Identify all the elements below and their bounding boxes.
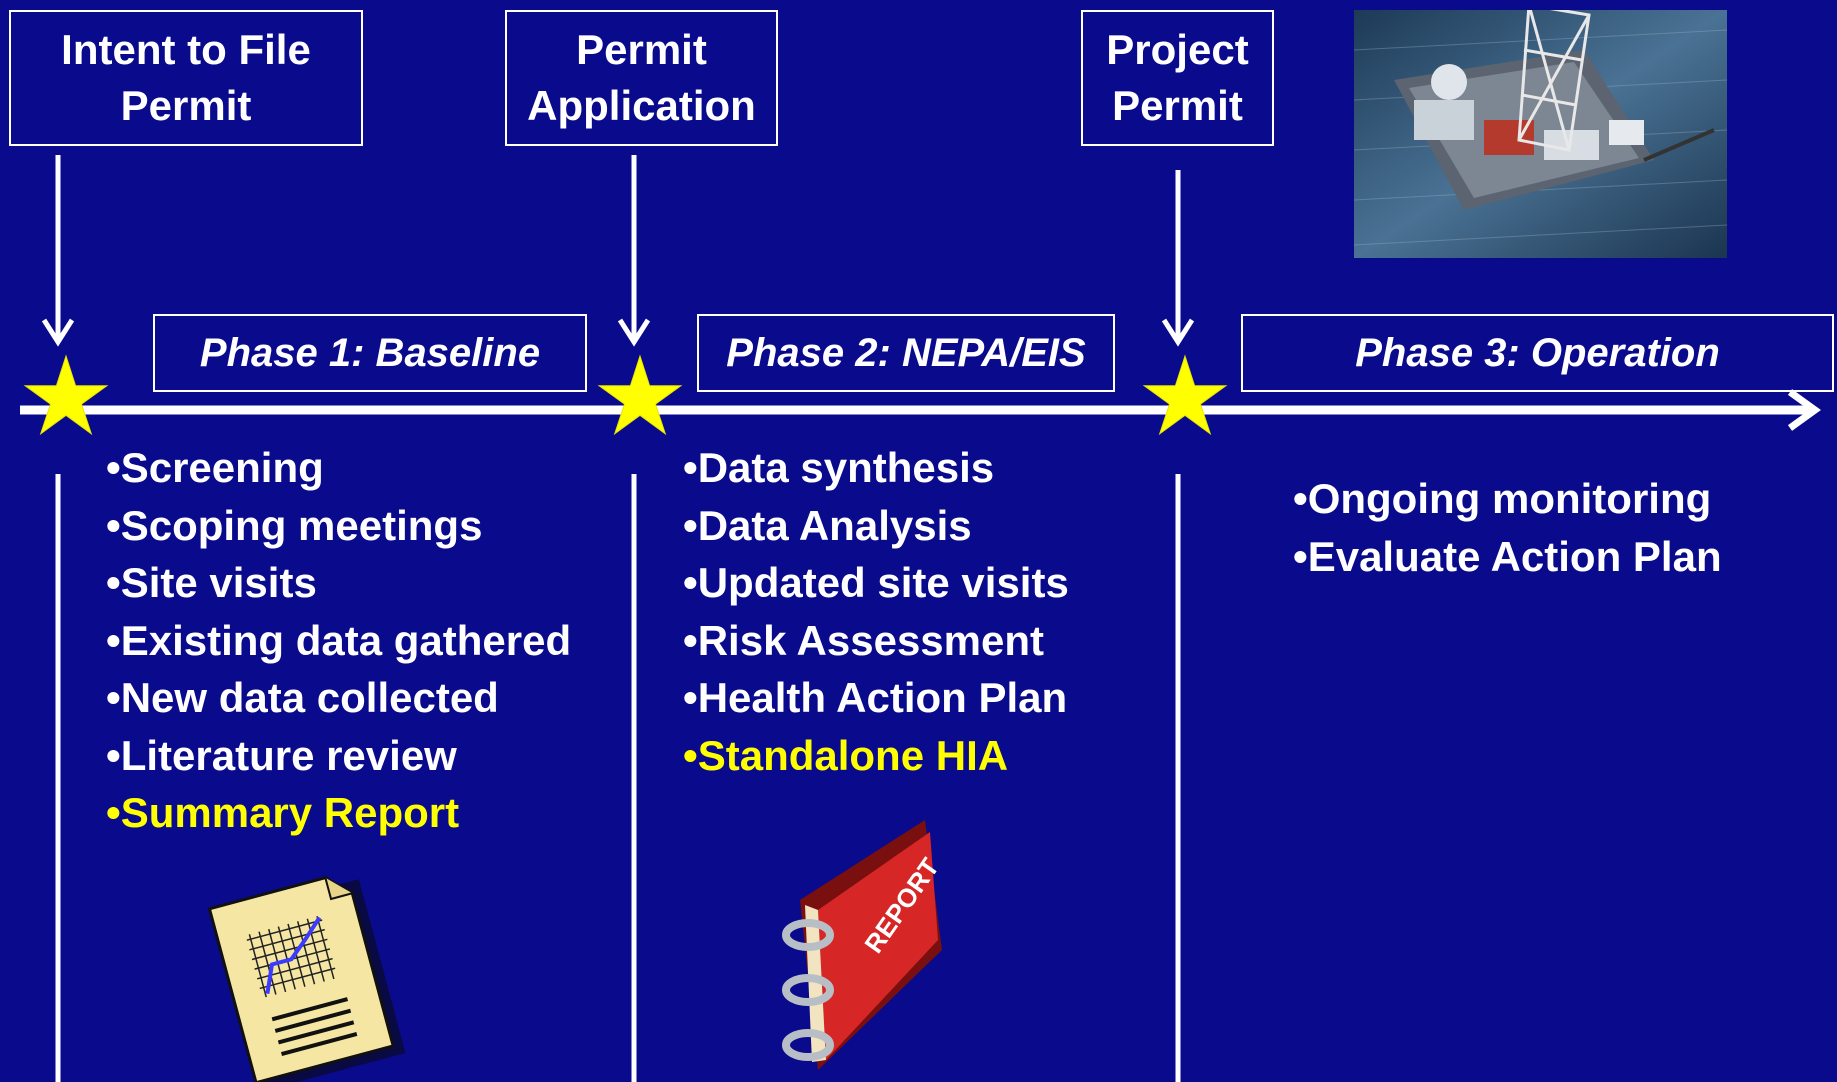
phase-3-activities: •Ongoing monitoring •Evaluate Action Pla… (1293, 470, 1722, 585)
milestone-permit-application: Permit Application (505, 10, 778, 146)
phase-3-label: Phase 3: Operation (1241, 314, 1834, 392)
phase-1-activities: •Screening •Scoping meetings •Site visit… (106, 439, 571, 842)
phase3-item-evaluate-action-plan: •Evaluate Action Plan (1293, 532, 1722, 580)
down-arrow-intent (41, 155, 75, 347)
phase2-item-data-synthesis: •Data synthesis (683, 444, 995, 491)
phase-2-activities: •Data synthesis •Data Analysis •Updated … (683, 439, 1069, 784)
phase-dividers (55, 474, 1181, 1082)
phase-2-label: Phase 2: NEPA/EIS (697, 314, 1115, 392)
phase1-item-literature: •Literature review (106, 731, 457, 779)
milestone-application-line1: Permit (576, 26, 707, 73)
phase1-item-new-data: •New data collected (106, 674, 499, 721)
milestone-intent-line1: Intent to File (61, 26, 311, 73)
phase2-item-updated-site-visits: •Updated site visits (683, 559, 1069, 606)
milestone-project-line2: Permit (1112, 82, 1243, 129)
star-intent (23, 354, 109, 436)
milestone-intent-to-file-permit: Intent to File Permit (9, 10, 363, 146)
down-arrow-project (1161, 170, 1195, 347)
phase3-item-ongoing-monitoring: •Ongoing monitoring (1293, 475, 1712, 522)
phase1-item-scoping: •Scoping meetings (106, 501, 483, 549)
milestone-intent-line2: Permit (120, 82, 252, 129)
report-binder-icon: REPORT (782, 820, 945, 1070)
milestone-application-line2: Application (527, 82, 756, 129)
phase1-item-summary-report: •Summary Report (106, 789, 460, 836)
phase2-item-risk-assessment: •Risk Assessment (683, 616, 1044, 664)
phase1-item-screening: •Screening (106, 444, 324, 491)
star-application (597, 354, 683, 436)
down-arrow-application (617, 155, 651, 347)
milestone-project-line1: Project (1106, 26, 1249, 73)
milestone-project-permit: Project Permit (1081, 10, 1274, 146)
phase2-item-health-action-plan: •Health Action Plan (683, 674, 1068, 721)
phase1-item-site-visits: •Site visits (106, 559, 317, 606)
timeline-arrow (20, 389, 1821, 431)
offshore-oil-rig-photo (1354, 10, 1727, 258)
phase2-item-standalone-hia: •Standalone HIA (683, 731, 1009, 779)
phase1-item-existing-data: •Existing data gathered (106, 616, 572, 664)
chart-document-icon (207, 876, 406, 1082)
phase-1-label: Phase 1: Baseline (153, 314, 587, 392)
star-project (1142, 354, 1228, 436)
phase2-item-data-analysis: •Data Analysis (683, 501, 972, 549)
